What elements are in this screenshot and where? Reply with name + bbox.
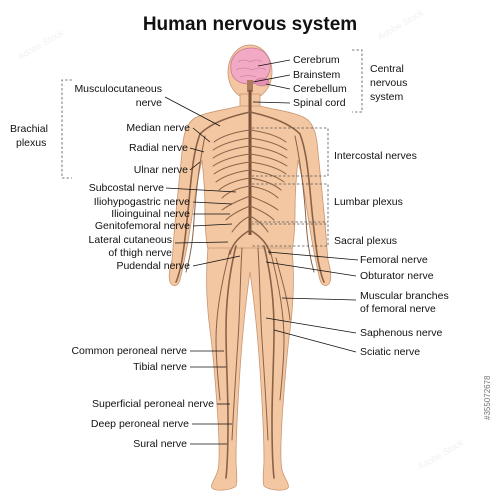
label-sural: Sural nerve xyxy=(133,438,187,450)
sacral-bracket xyxy=(252,223,329,247)
label-superficial-peroneal: Superficial peroneal nerve xyxy=(92,398,214,410)
label-central-2: nervous xyxy=(370,77,407,89)
nerves xyxy=(175,90,325,479)
label-musculocutaneous-1: Musculocutaneous xyxy=(74,83,162,95)
label-tibial: Tibial nerve xyxy=(133,361,187,373)
label-deep-peroneal: Deep peroneal nerve xyxy=(91,418,189,430)
label-central-1: Central xyxy=(370,63,404,75)
label-musculocutaneous-2: nerve xyxy=(136,97,162,109)
label-genitofemoral: Genitofemoral nerve xyxy=(95,220,190,232)
central-bracket xyxy=(352,49,363,113)
label-lateral-cutaneous-1: Lateral cutaneous xyxy=(89,234,172,246)
label-brainstem: Brainstem xyxy=(293,69,341,81)
label-obturator: Obturator nerve xyxy=(360,270,434,282)
label-lateral-cutaneous-2: of thigh nerve xyxy=(108,247,172,259)
label-pudendal: Pudendal nerve xyxy=(116,260,190,272)
label-muscular-branches-2: of femoral nerve xyxy=(360,303,436,315)
lumbar-bracket xyxy=(252,183,329,223)
intercostal-lines xyxy=(212,129,288,199)
brainstem-shape xyxy=(247,80,253,92)
label-intercostal: Intercostal nerves xyxy=(334,150,417,162)
label-muscular-branches-1: Muscular branches xyxy=(360,290,449,302)
label-spinal-cord: Spinal cord xyxy=(293,97,346,109)
label-median: Median nerve xyxy=(126,122,190,134)
label-common-peroneal: Common peroneal nerve xyxy=(71,345,187,357)
label-radial: Radial nerve xyxy=(129,142,188,154)
watermark-text: Adobe Stock xyxy=(376,7,426,41)
label-subcostal: Subcostal nerve xyxy=(89,182,164,194)
label-iliohypogastric: Iliohypogastric nerve xyxy=(94,196,190,208)
brain xyxy=(230,47,271,92)
watermark-id: #355072678 xyxy=(483,375,492,420)
label-sciatic: Sciatic nerve xyxy=(360,346,420,358)
label-brachial-1: Brachial xyxy=(10,123,48,135)
label-brachial-2: plexus xyxy=(16,137,46,149)
label-femoral: Femoral nerve xyxy=(360,254,428,266)
label-saphenous: Saphenous nerve xyxy=(360,327,442,339)
legs xyxy=(206,247,294,491)
label-sacral: Sacral plexus xyxy=(334,235,397,247)
label-lumbar: Lumbar plexus xyxy=(334,196,403,208)
intercostal-bracket xyxy=(252,127,329,177)
label-central-3: system xyxy=(370,91,404,103)
right-labels: Cerebrum Brainstem Cerebellum Spinal cor… xyxy=(293,54,449,358)
watermark-text: Adobe Stock xyxy=(416,437,466,471)
label-cerebellum: Cerebellum xyxy=(293,83,347,95)
left-labels: Brachial plexus Musculocutaneous nerve M… xyxy=(10,83,214,450)
watermark-text: Adobe Stock xyxy=(16,27,66,61)
cerebrum-shape xyxy=(230,47,271,85)
label-ulnar: Ulnar nerve xyxy=(134,164,188,176)
page-title: Human nervous system xyxy=(143,14,357,35)
brachial-bracket xyxy=(61,79,72,179)
label-ilioinguinal: Ilioinguinal nerve xyxy=(111,208,190,220)
leader-lines xyxy=(164,59,359,445)
label-cerebrum: Cerebrum xyxy=(293,54,340,66)
